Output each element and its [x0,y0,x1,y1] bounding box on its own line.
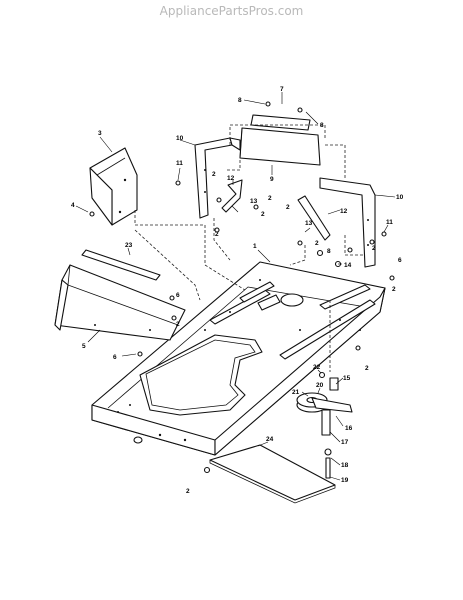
callout-8-top: 8 [238,97,242,104]
callout-14: 14 [344,262,352,269]
callout-8-right: 8 [320,122,324,129]
callout-5: 5 [82,343,86,350]
callout-6-top: 6 [176,292,180,299]
callout-23: 23 [125,242,133,249]
callout-7: 7 [280,86,284,93]
callout-2-g: 2 [372,245,376,252]
callout-2-e: 2 [286,204,290,211]
guide-lines [134,124,365,372]
callout-24: 24 [266,436,274,443]
callout-18: 18 [341,462,349,469]
side-cover [54,264,186,341]
leader-lines [75,92,396,481]
callout-2-f: 2 [315,240,319,247]
right-strap [297,195,331,241]
pulley-assembly [296,371,353,479]
callout-21: 21 [292,389,300,396]
callout-2-j: 2 [176,321,180,328]
callout-13-right: 13 [305,220,313,227]
callout-2-k: 2 [392,286,396,293]
callout-labels: 1 3 4 5 6 7 8 8 8 9 10 10 11 11 12 12 13… [71,86,404,495]
callout-3: 3 [98,130,102,137]
callout-6-right: 6 [398,257,402,264]
callout-10-left: 10 [176,135,184,142]
callout-2-c: 2 [215,231,219,238]
callout-1: 1 [253,243,257,250]
floor-plate [209,444,336,501]
callout-2-b: 2 [268,195,272,202]
callout-16: 16 [345,425,353,432]
callout-11-left: 11 [176,160,183,167]
callout-19: 19 [341,477,349,484]
callout-2-i: 2 [186,488,190,495]
callout-11-right: 11 [386,219,393,226]
top-plate [250,114,311,131]
callout-2-a: 2 [212,171,216,178]
callout-12-left: 12 [227,175,235,182]
rear-panel [239,127,321,166]
callout-20: 20 [316,382,324,389]
callout-12-right: 12 [340,208,348,215]
watermark-text: AppliancePartsPros.com [159,4,304,18]
chassis-frame [91,261,386,456]
callout-22: 22 [313,364,321,371]
callout-10-right: 10 [396,194,404,201]
callout-4: 4 [71,202,75,209]
left-strap [221,179,243,213]
callout-17: 17 [341,439,349,446]
callout-15: 15 [343,375,351,382]
callout-8-mid: 8 [327,248,331,255]
seat-bracket [89,147,138,226]
callout-2-d: 2 [261,211,265,218]
callout-9: 9 [270,176,274,183]
right-support-bracket [319,177,376,268]
callout-13-left: 13 [250,198,258,205]
callout-2-h: 2 [365,365,369,372]
callout-6: 6 [113,354,117,361]
strip-part [81,249,161,281]
